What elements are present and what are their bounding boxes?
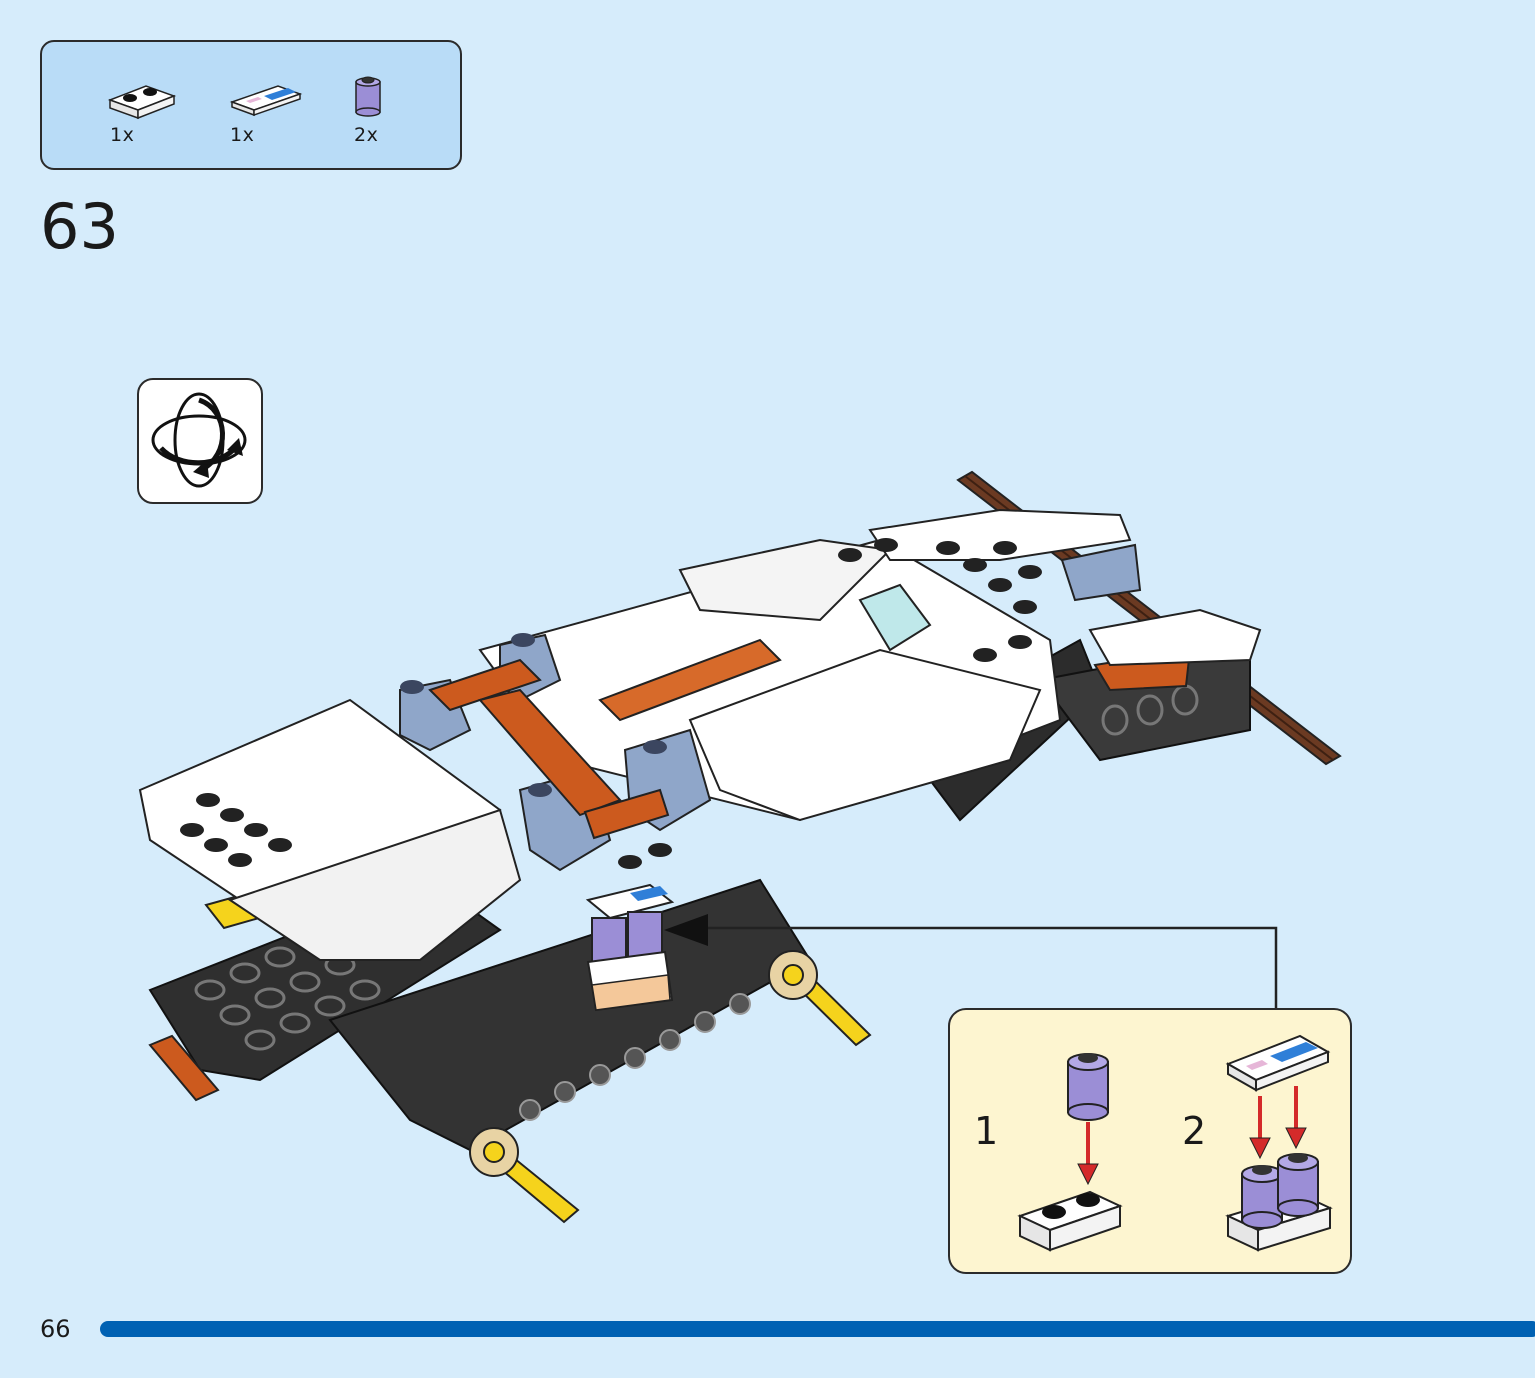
black-plate-studs <box>194 684 1199 1051</box>
orange-beams <box>428 638 782 840</box>
lavender-round-brick-icon <box>1067 1053 1109 1121</box>
part-quantity: 1x <box>230 124 255 146</box>
lavender-round-brick-icon <box>1241 1153 1319 1229</box>
lavender-round-brick-icon <box>355 76 381 117</box>
sand-blue-pieces <box>399 543 1142 872</box>
red-arrow-icon <box>1077 1122 1099 1186</box>
white-plate-icon <box>1017 1190 1123 1252</box>
printed-tile-icon <box>229 85 303 117</box>
parts-list-box: 1x 1x 2x <box>40 40 462 170</box>
hull-studs <box>180 538 1042 869</box>
callout-illustration <box>1017 1034 1333 1252</box>
sub-assembly-callout: 1 2 <box>948 1008 1352 1274</box>
new-assembly <box>585 883 675 1012</box>
track-holes <box>519 993 751 1121</box>
rotate-model-box <box>137 378 263 504</box>
white-plate-icon <box>107 85 177 120</box>
part-quantity: 1x <box>110 124 135 146</box>
windscreen <box>858 583 932 652</box>
sub-step-number: 1 <box>974 1109 999 1153</box>
rotate-model-icon <box>151 392 247 488</box>
sub-step-number: 2 <box>1182 1109 1207 1153</box>
page-number: 66 <box>40 1315 71 1343</box>
progress-bar <box>100 1321 1535 1337</box>
callout-pointer <box>664 914 1278 1008</box>
step-number: 63 <box>40 190 119 263</box>
part-quantity: 2x <box>354 124 379 146</box>
printed-tile-icon <box>1225 1034 1331 1092</box>
part-lavender-round: 2x <box>348 72 438 152</box>
part-printed-tile: 1x <box>228 72 318 152</box>
red-arrow-icon <box>1249 1086 1307 1160</box>
part-white-plate: 1x <box>106 72 196 152</box>
